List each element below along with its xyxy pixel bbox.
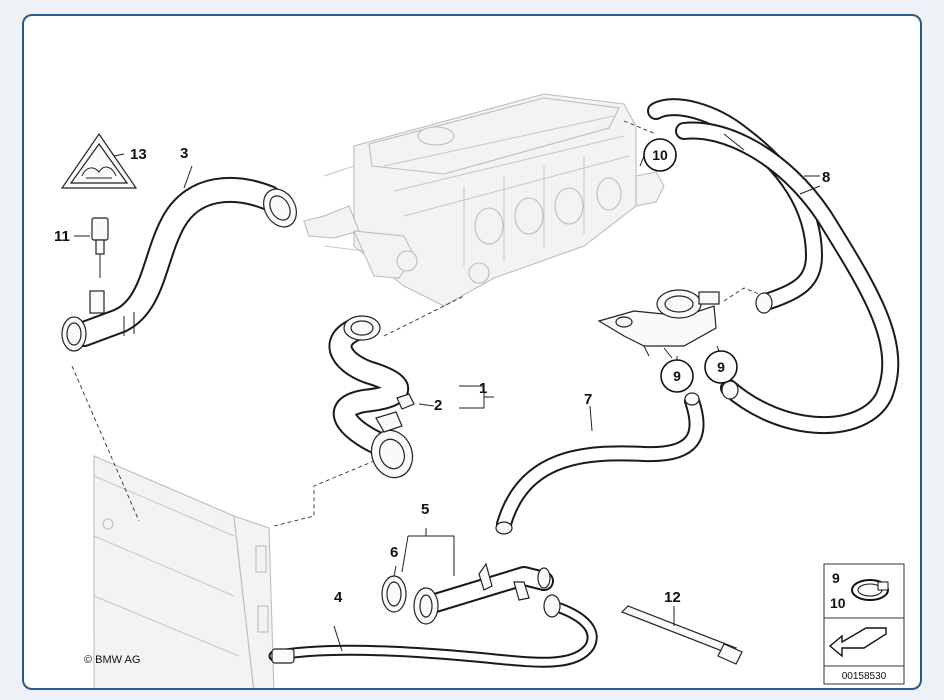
seal-ring-6 (381, 575, 407, 613)
arrow-icon (828, 627, 887, 658)
bracket-assembly (597, 289, 720, 359)
cable-tie-12 (620, 605, 743, 665)
callout-6: 6 (390, 544, 398, 561)
copyright-text: © BMW AG (84, 654, 140, 666)
dashed-leaders (71, 120, 770, 527)
pipe-5 (413, 562, 554, 625)
hose-8 (647, 98, 900, 435)
hose-clamp-icon (851, 579, 889, 601)
warning-sign-13 (60, 132, 138, 189)
document-number: 00158530 (842, 671, 887, 682)
sensor-11 (91, 217, 109, 278)
legend-num-9: 9 (832, 570, 840, 586)
callout-circle-9b: 9 (704, 350, 738, 384)
leader-lines (74, 153, 820, 652)
parts-diagram: 10 9 9 1 2 3 4 5 6 7 8 11 12 13 9 10 001… (54, 93, 905, 688)
callout-4: 4 (334, 589, 343, 606)
engine-block (303, 93, 665, 307)
callout-10: 10 (652, 147, 668, 163)
diagram-frame: 10 9 9 1 2 3 4 5 6 7 8 11 12 13 9 10 001… (22, 14, 922, 690)
callout-8: 8 (822, 169, 830, 186)
callout-3: 3 (180, 145, 188, 162)
hose-7 (495, 392, 705, 535)
hose-1 (328, 315, 414, 479)
callout-1: 1 (479, 380, 487, 397)
radiator (93, 455, 275, 688)
hose-3 (61, 176, 297, 352)
callout-11: 11 (54, 228, 70, 245)
clip-2 (396, 393, 415, 410)
callout-5: 5 (421, 501, 429, 518)
callout-12: 12 (664, 589, 681, 606)
callout-2: 2 (434, 397, 442, 414)
hose-4 (268, 594, 598, 668)
callout-9a: 9 (673, 368, 681, 384)
callout-circle-10: 10 (643, 138, 677, 172)
legend-box: 9 10 00158530 (823, 563, 905, 685)
legend-num-10: 10 (830, 595, 846, 611)
callout-9b: 9 (717, 359, 725, 375)
callout-circle-9a: 9 (660, 359, 694, 393)
callout-7: 7 (584, 391, 592, 408)
callout-13: 13 (130, 146, 147, 163)
